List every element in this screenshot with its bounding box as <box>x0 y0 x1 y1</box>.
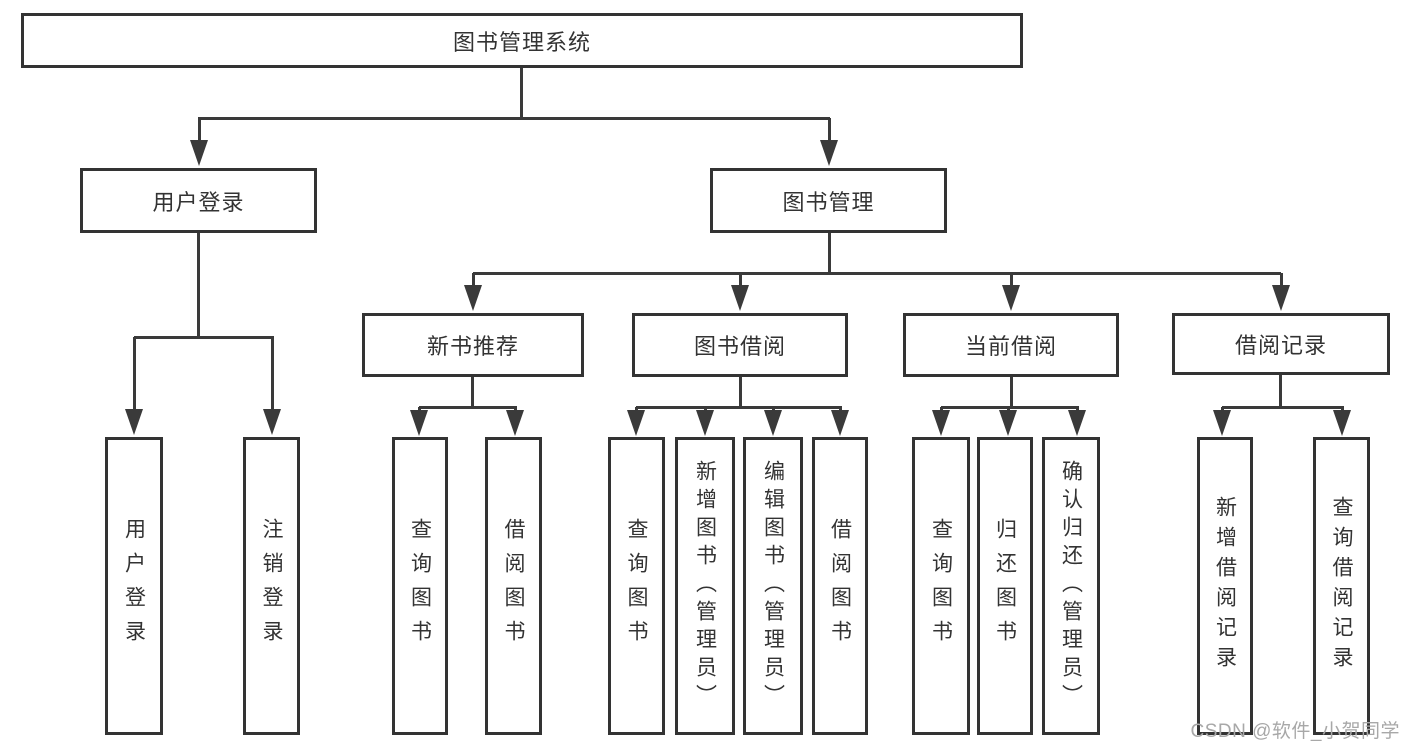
leaf-query-book-1: 查询图书 <box>392 437 448 735</box>
arrow-head-icon <box>410 410 428 436</box>
csdn-watermark: CSDN @软件_小贺同学 <box>1190 721 1400 742</box>
arrow-stem <box>197 118 201 142</box>
connector-user-login-branch <box>134 336 274 339</box>
leaf-add-book: 新增图书（管理员） <box>675 437 735 735</box>
arrow-stem <box>270 337 274 411</box>
connector-current-borrow-branch <box>941 406 1079 409</box>
connector-new-book-rec-trunk <box>471 377 474 407</box>
leaf-logout: 注销登录 <box>243 437 300 735</box>
node-book-management-label: 图书管理 <box>782 189 875 215</box>
node-book-borrow-label: 图书借阅 <box>693 334 786 359</box>
arrow-stem <box>827 118 831 142</box>
leaf-query-book-3-label: 查询图书 <box>929 518 953 654</box>
leaf-user-login-label: 用户登录 <box>122 518 146 654</box>
arrow-stem <box>738 273 742 287</box>
arrow-head-icon <box>1213 410 1231 436</box>
node-new-book-rec: 新书推荐 <box>362 313 584 377</box>
leaf-add-borrow-record: 新增借阅记录 <box>1197 437 1253 735</box>
leaf-confirm-return: 确认归还（管理员） <box>1042 437 1100 735</box>
connector-borrow-record-branch <box>1222 406 1344 409</box>
arrow-head-icon <box>831 410 849 436</box>
arrow-head-icon <box>263 409 281 435</box>
leaf-add-borrow-record-label: 新增借阅记录 <box>1213 496 1237 676</box>
leaf-query-borrow-record-label: 查询借阅记录 <box>1330 496 1353 676</box>
arrow-head-icon <box>1068 410 1086 436</box>
arrow-head-icon <box>1272 285 1290 311</box>
arrow-head-icon <box>627 410 645 436</box>
node-borrow-record: 借阅记录 <box>1172 313 1390 375</box>
node-borrow-record-label: 借阅记录 <box>1234 333 1327 358</box>
arrow-stem <box>471 273 475 287</box>
arrow-head-icon <box>999 410 1017 436</box>
leaf-return-book: 归还图书 <box>977 437 1033 735</box>
arrow-stem <box>132 337 136 411</box>
leaf-edit-book: 编辑图书（管理员） <box>743 437 803 735</box>
leaf-query-book-2-label: 查询图书 <box>625 518 648 654</box>
arrow-head-icon <box>464 285 482 311</box>
leaf-logout-label: 注销登录 <box>260 518 283 654</box>
arrow-stem <box>1220 407 1224 412</box>
arrow-head-icon <box>820 140 838 166</box>
leaf-user-login: 用户登录 <box>105 437 163 735</box>
leaf-query-book-2: 查询图书 <box>608 437 665 735</box>
arrow-stem <box>1340 407 1344 412</box>
arrow-head-icon <box>764 410 782 436</box>
leaf-return-book-label: 归还图书 <box>993 518 1017 654</box>
arrow-stem <box>1009 273 1013 287</box>
node-current-borrow: 当前借阅 <box>903 313 1119 377</box>
arrow-head-icon <box>125 409 143 435</box>
leaf-query-book-3: 查询图书 <box>912 437 970 735</box>
node-book-management: 图书管理 <box>710 168 947 233</box>
connector-level2-branch <box>198 117 830 120</box>
arrow-stem <box>634 407 638 412</box>
arrow-head-icon <box>1333 410 1351 436</box>
node-user-login: 用户登录 <box>80 168 317 233</box>
node-new-book-rec-label: 新书推荐 <box>426 334 519 359</box>
arrow-stem <box>703 407 707 412</box>
leaf-borrow-book-2: 借阅图书 <box>812 437 868 735</box>
arrow-stem <box>513 407 517 412</box>
connector-borrow-record-trunk <box>1279 375 1282 407</box>
leaf-confirm-return-label: 确认归还（管理员） <box>1059 460 1083 712</box>
arrow-stem <box>1006 407 1010 412</box>
node-book-borrow: 图书借阅 <box>632 313 848 377</box>
connector-book-borrow-trunk <box>739 377 742 407</box>
arrow-stem <box>838 407 842 412</box>
arrow-stem <box>1075 407 1079 412</box>
arrow-head-icon <box>932 410 950 436</box>
node-current-borrow-label: 当前借阅 <box>964 334 1057 359</box>
connector-level3-branch <box>473 272 1281 275</box>
leaf-query-book-1-label: 查询图书 <box>408 518 432 654</box>
arrow-head-icon <box>506 410 524 436</box>
connector-book-management-trunk <box>828 233 831 273</box>
leaf-add-book-label: 新增图书（管理员） <box>693 460 717 712</box>
leaf-edit-book-label: 编辑图书（管理员） <box>761 460 785 712</box>
leaf-borrow-book-1-label: 借阅图书 <box>502 518 525 654</box>
leaf-query-borrow-record: 查询借阅记录 <box>1313 437 1370 735</box>
leaf-borrow-book-2-label: 借阅图书 <box>828 518 852 654</box>
connector-user-login-trunk <box>197 233 200 337</box>
arrow-stem <box>1279 273 1283 287</box>
node-root: 图书管理系统 <box>21 13 1023 68</box>
arrow-stem <box>939 407 943 412</box>
connector-new-book-rec-branch <box>419 406 517 409</box>
connector-current-borrow-trunk <box>1010 377 1013 407</box>
node-root-label: 图书管理系统 <box>452 29 591 55</box>
connector-book-borrow-branch <box>636 406 842 409</box>
arrow-head-icon <box>731 285 749 311</box>
arrow-head-icon <box>190 140 208 166</box>
connector-root-trunk <box>520 68 523 118</box>
leaf-borrow-book-1: 借阅图书 <box>485 437 542 735</box>
arrow-stem <box>771 407 775 412</box>
arrow-head-icon <box>696 410 714 436</box>
node-user-login-label: 用户登录 <box>152 189 245 215</box>
arrow-stem <box>417 407 421 412</box>
arrow-head-icon <box>1002 285 1020 311</box>
